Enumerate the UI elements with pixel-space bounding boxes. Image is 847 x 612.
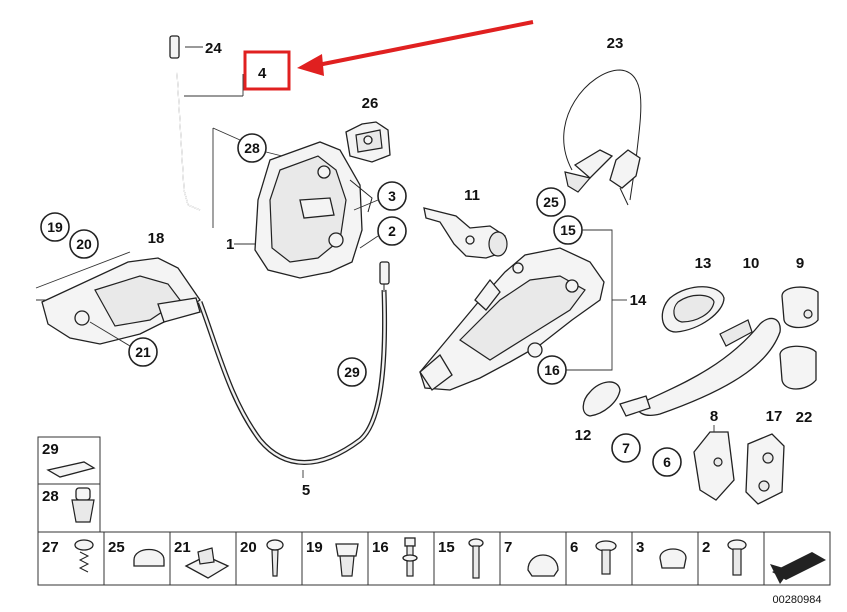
striker-cover <box>745 433 785 505</box>
screw-icon <box>266 539 284 577</box>
label-25: 25 <box>543 194 559 210</box>
label-26: 26 <box>362 95 379 112</box>
label-5: 5 <box>302 482 310 499</box>
handle-gasket-front <box>661 286 725 333</box>
legend-21-num: 21 <box>174 539 191 556</box>
speed-nut-icon <box>184 547 230 579</box>
legend-3-num: 3 <box>636 539 644 556</box>
lock-cylinder-cap <box>781 286 819 329</box>
legend-bottom-row <box>37 531 831 586</box>
inner-release-cable <box>197 261 390 478</box>
bubble-2 <box>377 216 407 246</box>
direction-arrow-icon <box>770 552 826 584</box>
label-23: 23 <box>607 35 624 52</box>
label-3: 3 <box>388 188 396 204</box>
label-6: 6 <box>663 454 671 470</box>
label-22: 22 <box>796 409 813 426</box>
legend-28-num: 28 <box>42 488 59 505</box>
handle-gasket-rear <box>582 381 621 417</box>
label-15: 15 <box>560 222 576 238</box>
bubble-25 <box>536 187 566 217</box>
label-1: 1 <box>226 236 234 253</box>
highlight-arrow <box>297 20 534 76</box>
legend-7-num: 7 <box>504 539 512 556</box>
label-9: 9 <box>796 255 804 272</box>
label-17: 17 <box>766 408 783 425</box>
hex-bolt-icon <box>727 539 747 576</box>
rubber-plug-icon <box>527 554 559 577</box>
label-24: 24 <box>205 40 222 57</box>
bubble-29 <box>337 357 367 387</box>
foam-pad-icon <box>46 461 96 478</box>
label-11: 11 <box>464 187 480 204</box>
plug-icon <box>335 543 359 577</box>
legend-6-num: 6 <box>570 539 578 556</box>
cap-plug-icon <box>659 548 687 569</box>
handle-carrier <box>419 247 605 391</box>
label-12: 12 <box>575 427 592 444</box>
lock-rod <box>169 35 244 211</box>
label-10: 10 <box>743 255 760 272</box>
label-20: 20 <box>76 236 92 252</box>
drawing-number: 00280984 <box>773 594 822 606</box>
label-28: 28 <box>244 140 260 156</box>
label-18: 18 <box>148 230 165 247</box>
stud-bolt-icon <box>402 537 418 577</box>
legend-20-num: 20 <box>240 539 257 556</box>
bubble-28 <box>237 133 267 163</box>
label-16: 16 <box>544 362 560 378</box>
release-cable <box>563 69 642 206</box>
bubble-20 <box>69 229 99 259</box>
label-4: 4 <box>258 65 267 82</box>
actuator-bracket <box>345 121 391 163</box>
grommet-cap-icon <box>133 548 165 567</box>
bubble-6 <box>652 447 682 477</box>
label-2: 2 <box>388 223 396 239</box>
bubble-7 <box>611 433 641 463</box>
bubble-3 <box>377 181 407 211</box>
spring-screw-icon <box>74 539 94 573</box>
long-bolt-icon <box>468 538 484 579</box>
label-21: 21 <box>135 344 151 360</box>
lock-cylinder <box>423 207 508 259</box>
label-29: 29 <box>344 364 360 380</box>
legend-16-num: 16 <box>372 539 389 556</box>
legend-29-num: 29 <box>42 441 59 458</box>
label-13: 13 <box>695 255 712 272</box>
legend-2-num: 2 <box>702 539 710 556</box>
bubble-16 <box>537 355 567 385</box>
inner-handle <box>35 251 201 345</box>
bubble-21 <box>128 337 158 367</box>
legend-15-num: 15 <box>438 539 455 556</box>
label-14: 14 <box>630 292 647 309</box>
legend-27-num: 27 <box>42 539 59 556</box>
label-8: 8 <box>710 408 718 425</box>
label-19: 19 <box>47 219 63 235</box>
label-7: 7 <box>622 440 630 456</box>
legend-cell-29 <box>37 436 101 485</box>
legend-19-num: 19 <box>306 539 323 556</box>
handle-end-cap <box>779 345 817 390</box>
outer-door-handle <box>619 317 781 417</box>
highlight-box <box>243 50 291 91</box>
bubble-19 <box>40 212 70 242</box>
door-lock-body <box>234 141 373 279</box>
striker-plate <box>693 425 735 501</box>
legend-25-num: 25 <box>108 539 125 556</box>
push-clip-icon <box>71 487 95 523</box>
torx-bolt-icon <box>595 540 617 575</box>
